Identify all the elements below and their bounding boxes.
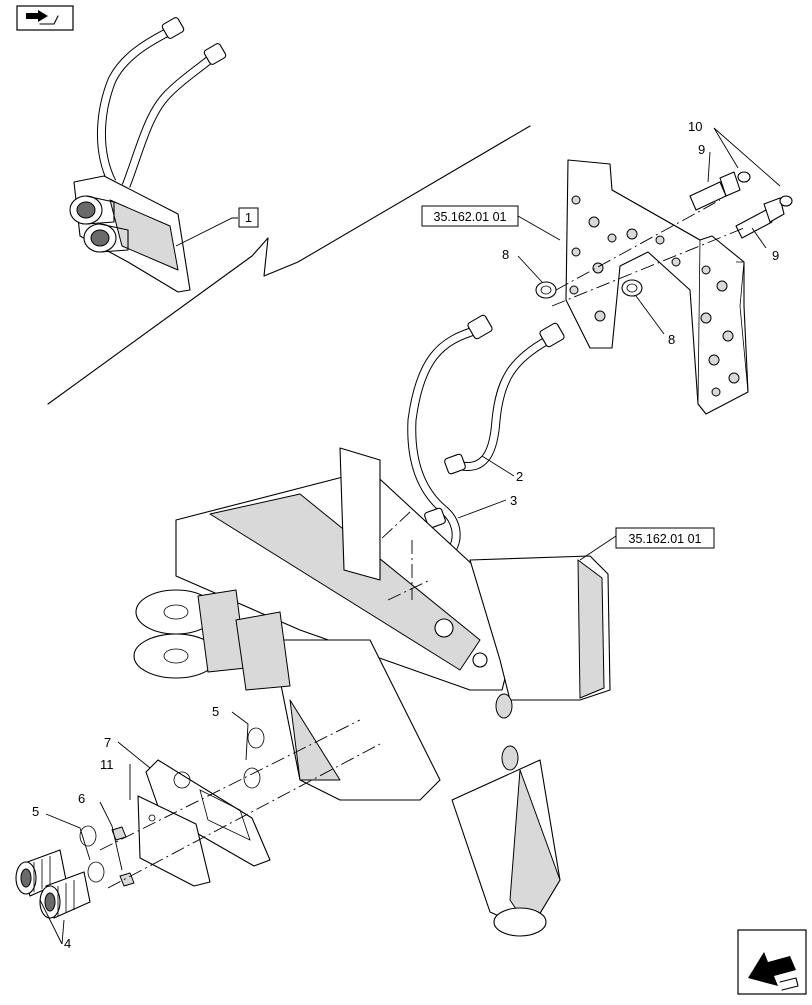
book-page-icon[interactable]	[16, 5, 74, 31]
section-divider	[47, 125, 531, 405]
reference-box-middle[interactable]: 35.162.01 01	[615, 527, 715, 549]
bracket-plate	[565, 159, 749, 415]
reference-box-top[interactable]: 35.162.01 01	[421, 205, 519, 227]
next-page-arrow-icon[interactable]	[737, 929, 807, 995]
callout-8-left: 8	[502, 247, 509, 262]
callout-7: 7	[104, 735, 111, 750]
union-9-upper	[689, 171, 751, 211]
svg-text:35.162.01 01: 35.162.01 01	[629, 532, 702, 546]
ring-5-lower-left	[79, 825, 105, 883]
callout-4: 4	[64, 936, 71, 951]
coupler-4-lower	[39, 871, 91, 919]
callout-11: 11	[100, 757, 114, 772]
ring-5-upper-right	[243, 727, 265, 789]
coupler-block-assembly	[69, 17, 227, 293]
nut-8-right	[621, 279, 643, 297]
gasket-7	[145, 759, 271, 867]
callout-2: 2	[516, 469, 523, 484]
callout-10: 10	[688, 119, 702, 134]
nut-8-left	[535, 281, 557, 299]
alignment-lines	[99, 199, 745, 889]
callout-1: 1	[238, 207, 259, 228]
callout-6: 6	[78, 791, 85, 806]
callout-3: 3	[510, 493, 517, 508]
svg-text:35.162.01 01: 35.162.01 01	[434, 210, 507, 224]
main-frame	[133, 447, 611, 937]
callout-9-upper: 9	[698, 142, 705, 157]
leader-lines	[39, 127, 781, 945]
callout-8-right: 8	[668, 332, 675, 347]
callout-5-upper: 5	[212, 704, 219, 719]
callout-5-lower: 5	[32, 804, 39, 819]
callout-9-lower: 9	[772, 248, 779, 263]
hose-2-and-3	[407, 314, 565, 553]
plate-11	[137, 795, 211, 887]
union-9-lower	[735, 195, 793, 239]
svg-text:1: 1	[245, 210, 252, 225]
